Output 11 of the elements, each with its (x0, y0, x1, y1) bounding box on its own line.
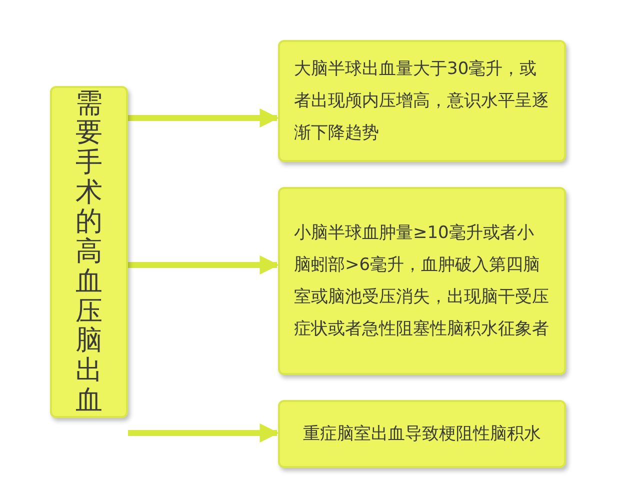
title-box (50, 86, 128, 418)
description-text: 重症脑室出血导致梗阻性脑积水 (302, 423, 542, 446)
info-box (278, 40, 566, 162)
description-text: 小脑半球血肿量≥10毫升或者小脑蚓部>6毫升，血肿破入第四脑室或脑池受压消失，出现脑干受压症状或者急性阻塞性脑积水征象者 (293, 222, 550, 341)
description-text: 大脑半球出血量大于30毫升，或者出现颅内压增高，意识水平呈逐渐下降趋势 (293, 58, 550, 145)
arrow (128, 108, 279, 128)
info-box (278, 187, 566, 375)
arrow (128, 255, 279, 275)
vertical-heading: 需要手术的高血压脑出血 (76, 88, 102, 416)
arrow (128, 423, 279, 443)
info-box (278, 400, 566, 468)
